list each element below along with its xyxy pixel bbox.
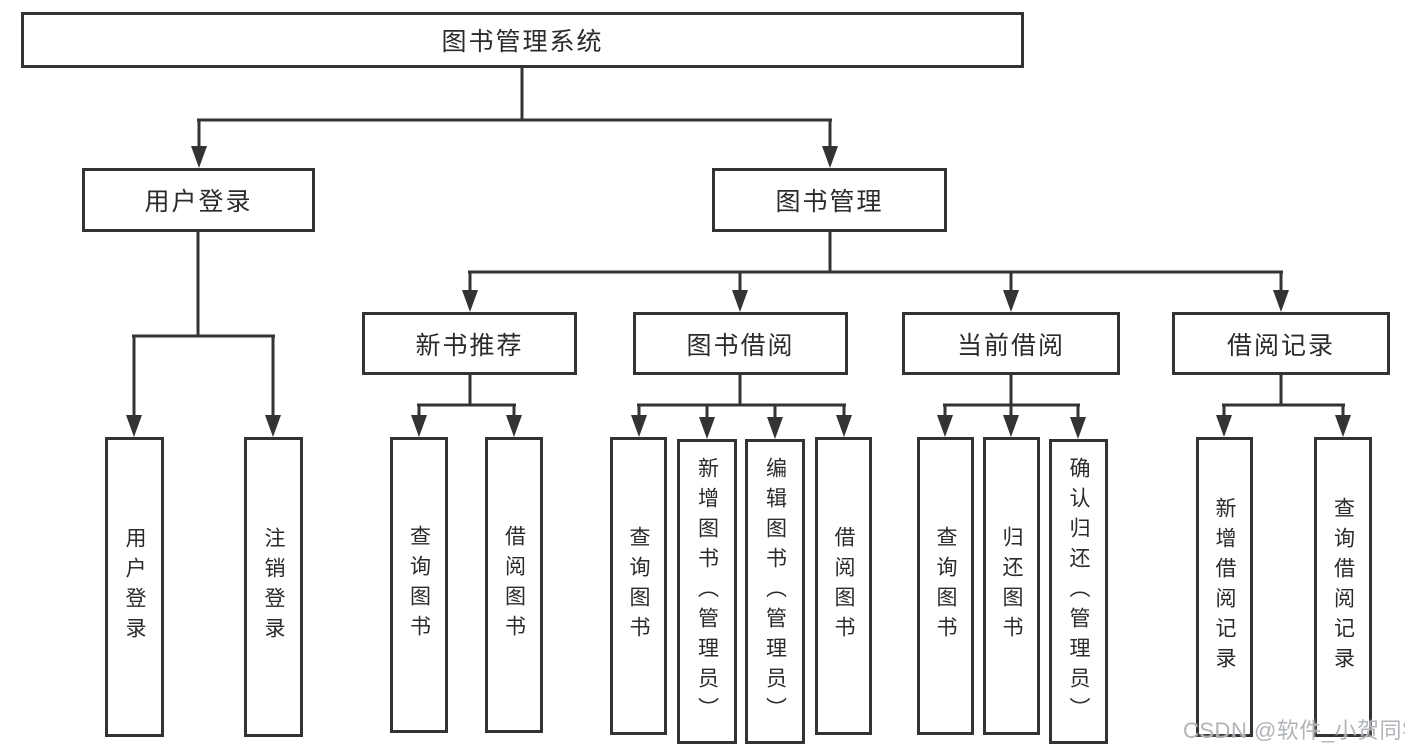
leaf-borrow-books-1: 借阅图书	[485, 437, 543, 733]
leaf-add-borrow-record: 新增借阅记录	[1196, 437, 1253, 737]
node-label: 图书借阅	[686, 331, 795, 360]
leaf-query-books-3: 查询图书	[917, 437, 974, 735]
node-label: 新书推荐	[415, 331, 524, 360]
leaf-query-books-2: 查询图书	[610, 437, 667, 735]
leaf-user-login: 用户登录	[105, 437, 164, 737]
node-label: 新增借阅记录	[1213, 497, 1236, 677]
leaf-query-books-1: 查询图书	[390, 437, 448, 733]
leaf-query-borrow-record: 查询借阅记录	[1314, 437, 1372, 737]
node-label: 借阅图书	[502, 525, 526, 645]
node-label: 用户登录	[123, 527, 146, 647]
node-label: 用户登录	[144, 188, 253, 216]
node-label: 查询图书	[407, 525, 431, 645]
csdn-watermark: CSDN @软件_小贺同学	[1183, 718, 1405, 743]
node-label: 归还图书	[1000, 526, 1023, 646]
node-book-management-branch: 图书管理	[712, 168, 947, 232]
node-label: 确认归还（管理员）	[1067, 456, 1090, 727]
node-label: 图书管理系统	[441, 28, 604, 56]
node-new-book-recommend: 新书推荐	[362, 312, 577, 375]
node-label: 查询图书	[934, 526, 957, 646]
leaf-borrow-books-2: 借阅图书	[815, 437, 872, 735]
node-borrow-records: 借阅记录	[1172, 312, 1390, 375]
node-current-borrow: 当前借阅	[902, 312, 1120, 375]
leaf-confirm-return-admin: 确认归还（管理员）	[1049, 439, 1108, 744]
node-label: 新增图书（管理员）	[695, 456, 719, 727]
leaf-return-book: 归还图书	[983, 437, 1040, 735]
leaf-edit-book-admin: 编辑图书（管理员）	[745, 439, 805, 744]
node-user-login-branch: 用户登录	[82, 168, 315, 232]
node-label: 当前借阅	[956, 331, 1065, 360]
node-label: 查询借阅记录	[1331, 497, 1355, 677]
node-label: 借阅图书	[832, 526, 855, 646]
node-label: 查询图书	[627, 526, 650, 646]
leaf-add-book-admin: 新增图书（管理员）	[677, 439, 737, 744]
node-label: 借阅记录	[1226, 331, 1335, 360]
leaf-logout: 注销登录	[244, 437, 303, 737]
node-label: 图书管理	[775, 188, 884, 216]
node-book-borrow: 图书借阅	[633, 312, 848, 375]
node-label: 编辑图书（管理员）	[763, 456, 787, 727]
node-library-management-system: 图书管理系统	[21, 12, 1024, 68]
node-label: 注销登录	[262, 527, 285, 647]
